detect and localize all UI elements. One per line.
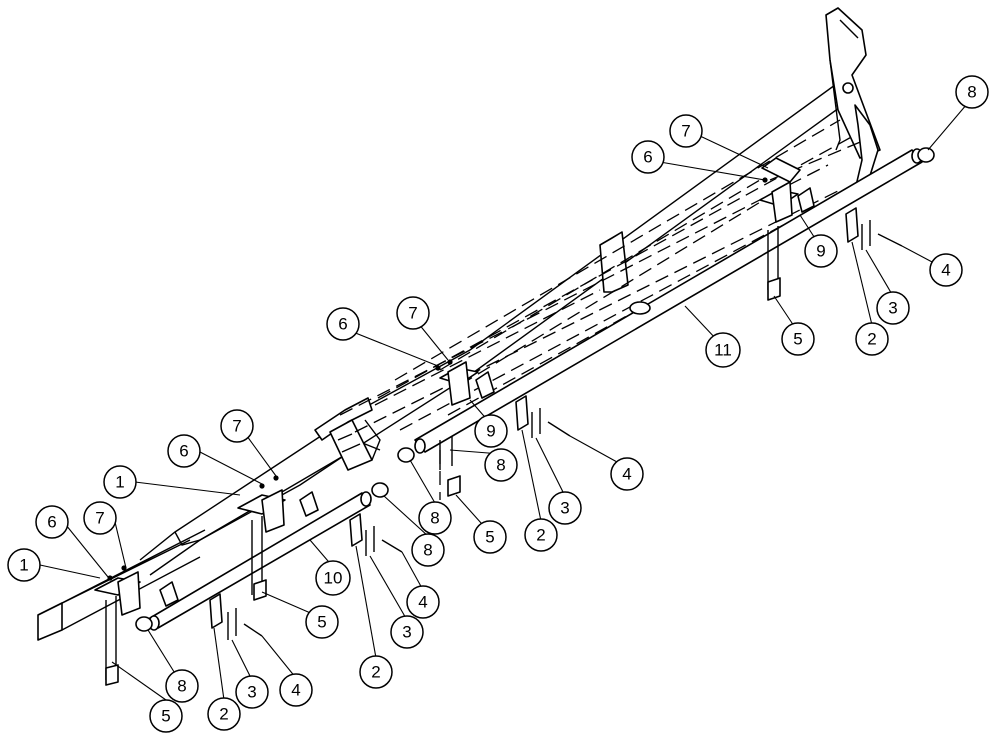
callout-balloon: 5: [305, 605, 339, 639]
svg-text:5: 5: [485, 528, 494, 547]
callout-balloon: 10: [315, 560, 351, 596]
callout-balloon: 1: [103, 465, 137, 499]
callout-balloon: 8: [955, 75, 989, 109]
mount-bracket-station-1: [94, 565, 179, 686]
svg-text:1: 1: [19, 556, 28, 575]
svg-text:2: 2: [219, 705, 228, 724]
callout-balloon: 8: [165, 669, 199, 703]
callout-balloon: 9: [474, 414, 508, 448]
svg-text:4: 4: [418, 593, 427, 612]
callout-balloon: 6: [631, 140, 665, 174]
crossbar-tube-11: [414, 148, 923, 454]
callout-balloon: 2: [359, 655, 393, 689]
callout-balloon: 5: [473, 520, 507, 554]
svg-text:2: 2: [536, 526, 545, 545]
callout-balloon: 3: [876, 291, 910, 325]
svg-text:10: 10: [324, 569, 343, 588]
callout-balloon: 7: [83, 501, 117, 535]
boom-outer-hinge-bracket: [825, 7, 881, 191]
boom-upright-post: [599, 231, 629, 293]
callout-balloon: 5: [149, 699, 183, 733]
clamp-hardware-group-2: [349, 513, 403, 556]
callout-balloon: 2: [855, 322, 889, 356]
svg-text:6: 6: [179, 442, 188, 461]
svg-text:8: 8: [430, 509, 439, 528]
svg-text:1: 1: [115, 473, 124, 492]
callout-balloon: 3: [235, 675, 269, 709]
svg-text:6: 6: [338, 315, 347, 334]
svg-text:3: 3: [888, 299, 897, 318]
callout-balloon: 7: [220, 409, 254, 443]
callout-balloon: 4: [929, 253, 963, 287]
callout-balloon: 7: [396, 296, 430, 330]
end-cap-parts: [135, 147, 935, 632]
callout-balloon: 8: [484, 448, 518, 482]
callout-balloon: 5: [781, 322, 815, 356]
callout-balloon: 2: [524, 518, 558, 552]
callout-balloon: 6: [167, 434, 201, 468]
svg-text:6: 6: [47, 513, 56, 532]
svg-text:3: 3: [402, 623, 411, 642]
svg-text:11: 11: [714, 341, 732, 360]
svg-text:2: 2: [867, 330, 876, 349]
callout-balloon: 11: [705, 332, 741, 368]
svg-text:7: 7: [95, 509, 104, 528]
callout-balloon: 4: [406, 585, 440, 619]
svg-text:9: 9: [816, 242, 825, 261]
callout-balloon: 1: [7, 548, 41, 582]
callout-balloon: 4: [279, 673, 313, 707]
svg-text:4: 4: [622, 465, 631, 484]
callout-balloon: 3: [548, 491, 582, 525]
mount-bracket-station-2: [237, 475, 319, 601]
svg-text:9: 9: [486, 422, 495, 441]
callout-balloon: 6: [35, 505, 69, 539]
svg-text:7: 7: [408, 304, 417, 323]
svg-text:3: 3: [247, 683, 256, 702]
callout-balloon: 9: [804, 234, 838, 268]
callout-balloon: 6: [326, 307, 360, 341]
callout-balloon: 8: [411, 533, 445, 567]
svg-text:8: 8: [496, 456, 505, 475]
callout-balloon: 3: [390, 615, 424, 649]
svg-text:2: 2: [371, 663, 380, 682]
callout-leader-lines: [39, 103, 968, 701]
svg-text:5: 5: [161, 707, 170, 726]
svg-text:7: 7: [681, 122, 690, 141]
svg-text:4: 4: [291, 681, 300, 700]
svg-text:8: 8: [177, 677, 186, 696]
callout-balloon: 7: [669, 114, 703, 148]
svg-text:5: 5: [317, 613, 326, 632]
callout-balloon: 2: [207, 697, 241, 731]
callout-balloon: 4: [610, 457, 644, 491]
mount-bracket-station-3: [435, 359, 495, 497]
clamp-hardware-group-4: [845, 207, 903, 250]
svg-text:8: 8: [967, 83, 976, 102]
svg-text:3: 3: [560, 499, 569, 518]
svg-text:6: 6: [643, 148, 652, 167]
boom-truss-body: [139, 84, 851, 576]
clamp-hardware-group-3: [515, 395, 571, 438]
svg-text:5: 5: [793, 330, 802, 349]
svg-text:8: 8: [423, 541, 432, 560]
svg-text:7: 7: [232, 417, 241, 436]
svg-text:4: 4: [941, 261, 950, 280]
callout-balloon: 8: [418, 501, 452, 535]
clamp-hardware-group-1: [209, 593, 263, 640]
